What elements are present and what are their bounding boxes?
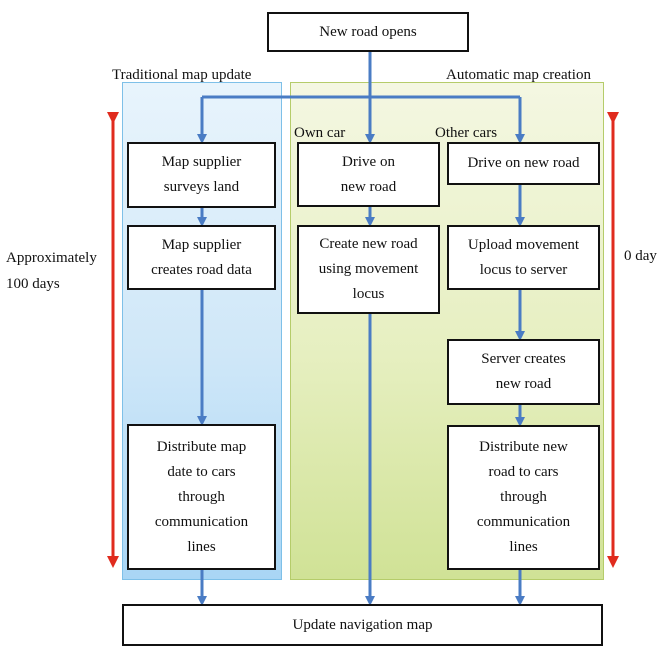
trad-step-survey: Map supplier surveys land: [127, 142, 276, 208]
automatic-panel-label: Automatic map creation: [446, 67, 591, 83]
own-car-label: Own car: [294, 125, 346, 141]
other-step-distribute: Distribute new road to cars through comm…: [447, 425, 600, 570]
other-step-upload: Upload movement locus to server: [447, 225, 600, 290]
other-step-server-create: Server creates new road: [447, 339, 600, 405]
traditional-panel-label: Traditional map update: [112, 67, 252, 83]
own-step-create-road: Create new road using movement locus: [297, 225, 440, 314]
title-box: New road opens: [267, 12, 469, 52]
duration-left-label: Approximately 100 days: [6, 250, 97, 292]
duration-right-label: 0 day: [624, 248, 657, 264]
update-navigation-box: Update navigation map: [122, 604, 603, 646]
trad-step-create-data: Map supplier creates road data: [127, 225, 276, 290]
other-step-drive: Drive on new road: [447, 142, 600, 185]
trad-step-distribute: Distribute map date to cars through comm…: [127, 424, 276, 570]
own-step-drive: Drive on new road: [297, 142, 440, 207]
other-cars-label: Other cars: [435, 125, 498, 141]
